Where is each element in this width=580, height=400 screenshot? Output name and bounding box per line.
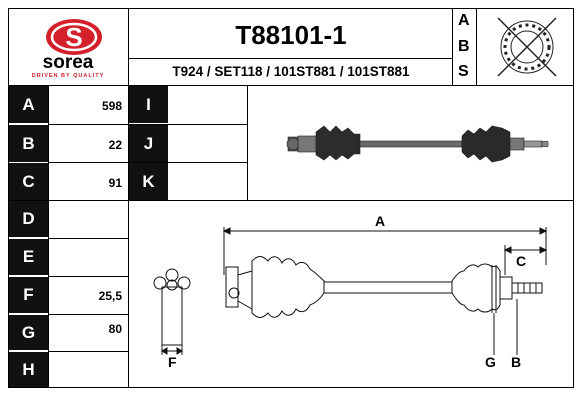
extra-label-k: K [129,163,168,200]
spec-label-d: D [9,201,48,237]
logo-s-letter: S [65,22,82,52]
spec-label-g: G [9,315,48,350]
dimension-label-b: B [511,354,522,370]
dimension-label-f: F [168,354,177,370]
extra-label-i: I [129,86,168,123]
spec-value-f: 25,5 [98,289,122,303]
brand-tagline: DRIVEN BY QUALITY [31,73,105,79]
spec-value-b: 22 [108,138,122,152]
abs-letter-b: B [458,38,470,55]
spec-value-c: 91 [108,176,122,190]
dimension-label-a: A [375,213,386,229]
spec-label-f: F [9,277,48,313]
spec-value-g: 80 [108,322,122,336]
spec-label-b: B [9,125,48,162]
row-sep-5 [48,276,128,277]
spec-label-a: A [9,86,48,123]
spec-sheet-frame [8,8,574,388]
spec-value-a: 598 [101,99,122,113]
row-sep-6 [48,314,128,315]
row-sep-4 [48,238,128,239]
table-col-line-2 [128,85,129,388]
row-sep-1 [48,124,248,125]
spec-label-e: E [9,239,48,275]
drive-shaft-technical-drawing [153,227,548,355]
brand-name: sorea [42,52,94,73]
logo-oval-icon: S [46,19,102,55]
abs-divider-left [452,8,453,86]
table-col-line-3 [247,85,248,200]
header-mid-line [128,58,452,59]
header-bottom-line [8,85,574,86]
no-abs-ring-icon [497,17,557,77]
cross-references: T924 / SET118 / 101ST881 / 101ST881 [172,64,410,79]
table-col-line-1 [48,85,49,388]
dimension-label-c: C [516,253,527,269]
part-number-title: T88101-1 [235,20,347,50]
logo-divider [128,8,129,86]
spec-label-h: H [9,352,48,387]
dimension-label-g: G [485,354,496,370]
spec-label-c: C [9,163,48,200]
extra-label-j: J [129,125,168,162]
table-section-line [8,200,574,201]
abs-letter-s: S [458,63,469,80]
abs-letter-a: A [458,12,470,29]
abs-divider-right [476,8,477,86]
row-sep-2 [48,162,248,163]
row-sep-7 [48,351,128,352]
drive-shaft-photo [286,125,549,163]
